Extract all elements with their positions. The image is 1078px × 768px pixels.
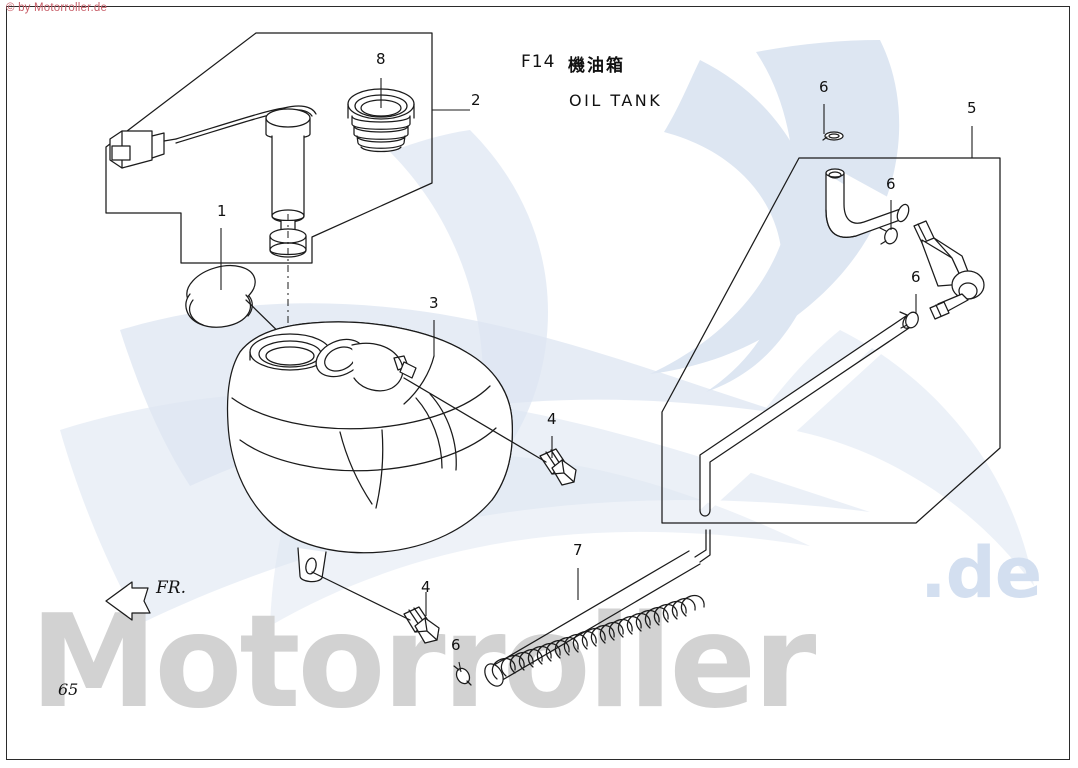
part-4-bolt-lower <box>403 606 440 644</box>
callout-number-oil-level-sensor-assembly-bracket: 2 <box>471 91 481 109</box>
callout-number-oil-tank: 3 <box>429 294 439 312</box>
callout-number-spring-wound-oil-hose: 7 <box>573 541 583 559</box>
part-2-oil-level-sensor <box>109 105 317 258</box>
title-code: F14 <box>521 52 556 72</box>
part-7-spring-hose <box>484 529 711 687</box>
group-2-boundary <box>105 32 433 264</box>
clamp-middle <box>879 227 898 245</box>
part-3-oil-tank <box>226 321 513 583</box>
part-4-bolt-upper <box>539 448 577 486</box>
callout-number-filler-neck-grommet: 8 <box>376 50 386 68</box>
part-5-hose-assembly <box>699 168 985 517</box>
callout-number-oil-filler-cap: 1 <box>217 202 227 220</box>
callout-number-flange-bolt-lower: 4 <box>421 578 431 596</box>
clamp-spring-hose <box>453 665 472 686</box>
title-name-cn: 機油箱 <box>568 56 625 76</box>
callout-number-hose-clamp-spring-hose: 6 <box>451 636 461 654</box>
page-number: 65 <box>58 680 79 699</box>
front-direction-arrow <box>105 581 151 621</box>
copyright-notice: © by Motorroller.de <box>6 2 108 14</box>
callout-number-hose-clamp-middle: 6 <box>886 175 896 193</box>
spring-core-upper <box>498 563 701 683</box>
front-direction-label: FR. <box>156 578 186 598</box>
bolt-lower-axis <box>311 571 411 621</box>
callout-number-hose-clamp-top: 6 <box>819 78 829 96</box>
clamp-top <box>822 131 844 141</box>
callout-number-hose-clamp-lower: 6 <box>911 268 921 286</box>
clamp-lower <box>899 311 919 329</box>
callout-6-spring-leader <box>458 661 462 673</box>
callout-number-flange-bolt-upper: 4 <box>547 410 557 428</box>
callout-number-oil-hose-assembly: 5 <box>967 99 977 117</box>
title-name-en: OIL TANK <box>569 91 663 110</box>
hose-tail-up <box>694 529 707 558</box>
spring-core-lower <box>488 550 690 669</box>
